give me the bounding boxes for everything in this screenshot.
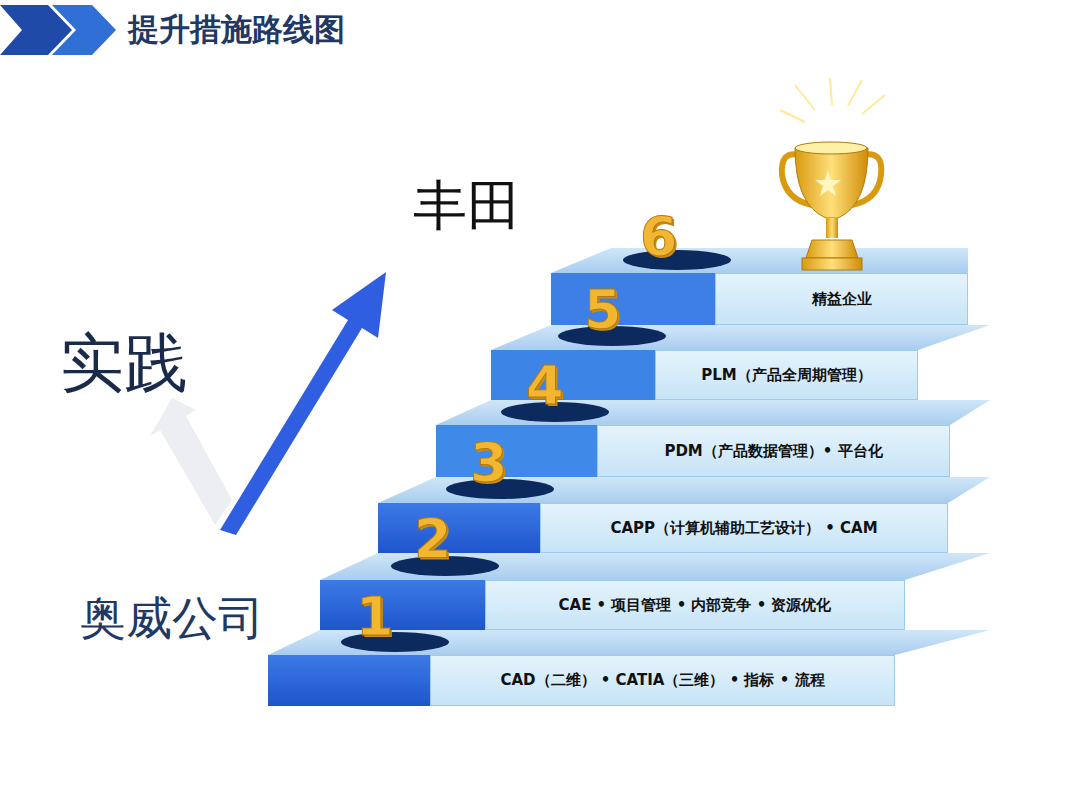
callout-number: 6 [640, 210, 678, 264]
step-text: PLM（产品全周期管理） [701, 365, 871, 385]
step-box: PLM（产品全周期管理） [655, 350, 918, 400]
step-text: PDM（产品数据管理）• 平台化 [664, 441, 882, 461]
step-box: CAPP（计算机辅助工艺设计） • CAM [540, 503, 948, 553]
step-faces [268, 248, 990, 706]
step-text: 精益企业 [812, 289, 872, 309]
trophy [780, 78, 885, 270]
step-text: CAPP（计算机辅助工艺设计） • CAM [610, 518, 877, 538]
callout-number: 5 [584, 283, 622, 337]
step-text: CAE • 项目管理 • 内部竞争 • 资源优化 [559, 595, 832, 615]
step-box: CAD（二维） • CATIA（三维） • 指标 • 流程 [430, 655, 895, 706]
callout-number: 2 [414, 512, 452, 566]
callout-number: 1 [356, 590, 394, 644]
header-chevrons [0, 5, 116, 55]
step-text: CAD（二维） • CATIA（三维） • 指标 • 流程 [500, 670, 824, 690]
step-box: CAE • 项目管理 • 内部竞争 • 资源优化 [485, 580, 905, 630]
company-label: 奥威公司 [80, 588, 264, 650]
page-title: 提升措施路线图 [128, 9, 345, 51]
callout-number: 4 [526, 359, 564, 413]
callout-number: 3 [470, 436, 508, 490]
step-box: 精益企业 [715, 273, 968, 325]
axis-label: 实践 [60, 320, 188, 407]
step-box: PDM（产品数据管理）• 平台化 [597, 425, 950, 477]
brand-label: 丰田 [413, 170, 521, 243]
rising-arrow [220, 272, 386, 535]
faint-arrow [150, 398, 232, 525]
